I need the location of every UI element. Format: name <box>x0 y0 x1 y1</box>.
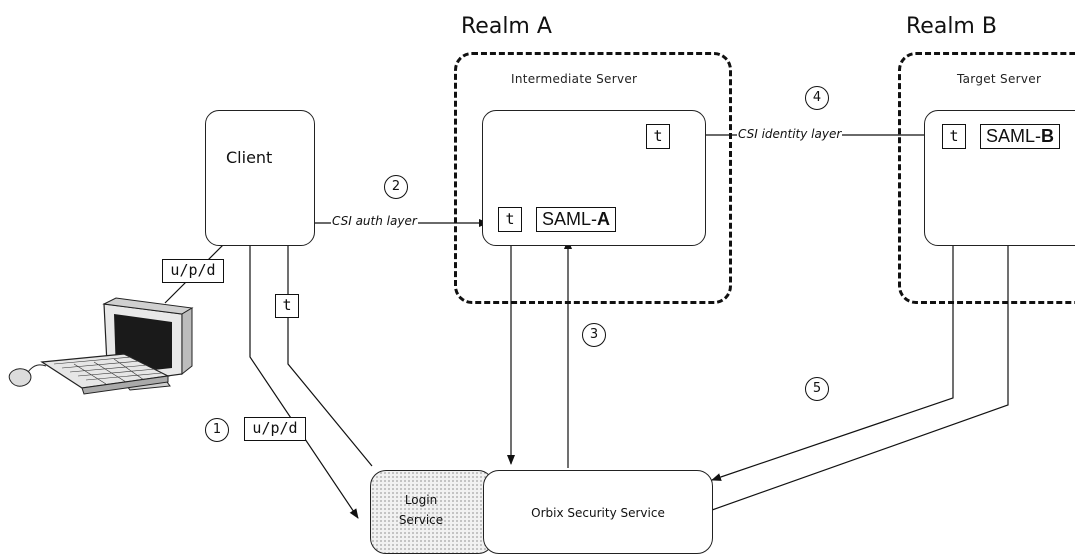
step-4-badge: 4 <box>805 86 829 110</box>
login-service-label: Login Service <box>395 493 447 527</box>
realm-a-boundary <box>454 52 732 304</box>
token-intermediate-left: t <box>498 207 522 232</box>
realm-a-label: Realm A <box>461 14 552 39</box>
saml-a-suffix: A <box>597 209 611 229</box>
saml-b-suffix: B <box>1041 126 1055 146</box>
arrow-client-to-login <box>249 227 359 519</box>
credentials-token-login: u/p/d <box>244 417 306 441</box>
saml-b-token: SAML-B <box>980 124 1061 149</box>
step-3-badge: 3 <box>582 323 606 347</box>
realm-b-boundary <box>898 52 1075 304</box>
token-target: t <box>942 124 966 149</box>
client-box <box>205 110 315 246</box>
csi-auth-layer-label: CSI auth layer <box>331 214 418 228</box>
step-1-badge: 1 <box>205 418 229 442</box>
client-label: Client <box>226 148 273 167</box>
step-2-badge: 2 <box>384 175 408 199</box>
computer-icon <box>8 297 194 395</box>
token-client: t <box>275 294 299 318</box>
login-service-line2: Service <box>398 513 444 527</box>
step-5-badge: 5 <box>805 377 829 401</box>
credentials-token-client: u/p/d <box>162 259 224 283</box>
csi-identity-layer-label: CSI identity layer <box>737 127 843 141</box>
login-service-box <box>370 470 494 554</box>
saml-a-prefix: SAML- <box>542 209 598 229</box>
orbix-security-service-box <box>483 470 713 554</box>
orbix-security-service-label: Orbix Security Service <box>531 506 665 520</box>
login-service-line1: Login <box>404 493 438 507</box>
target-server-title: Target Server <box>957 72 1042 86</box>
realm-b-label: Realm B <box>906 14 997 39</box>
token-intermediate-right: t <box>646 124 670 149</box>
arrow-login-to-client <box>284 221 373 467</box>
intermediate-server-title: Intermediate Server <box>511 72 638 86</box>
saml-b-prefix: SAML- <box>986 126 1042 146</box>
saml-a-token: SAML-A <box>536 207 617 232</box>
